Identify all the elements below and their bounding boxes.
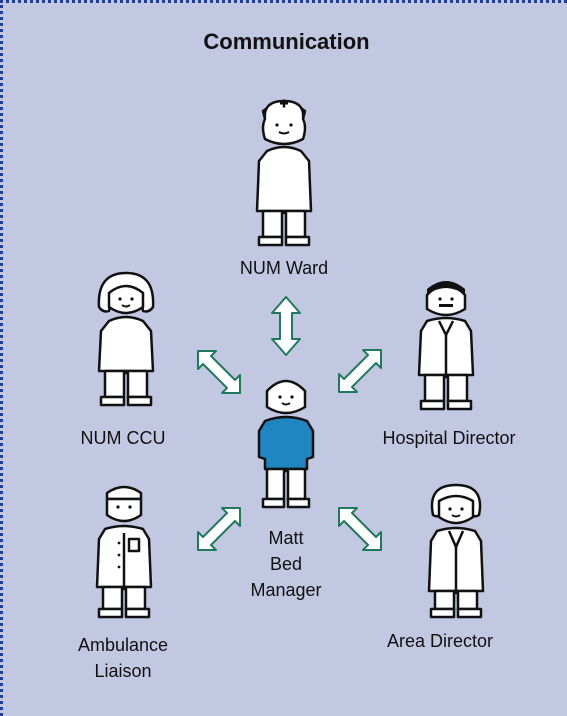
diagram-title: Communication — [203, 29, 370, 54]
arrow-vertical-ward — [268, 295, 304, 357]
bed-manager-label-line3: Manager — [250, 580, 322, 600]
ambulance-liaison-label-line1: Ambulance — [77, 635, 169, 655]
num-ccu-figure — [91, 267, 161, 417]
bed-manager-label-line1: Matt — [268, 528, 304, 548]
area-director-label: Area Director — [386, 631, 494, 651]
area-director-figure — [421, 479, 491, 629]
ambulance-liaison-label-line2: Liaison — [94, 661, 152, 681]
num-ccu-label: NUM CCU — [80, 428, 166, 448]
arrow-diagonal-ccu — [196, 349, 242, 395]
num-ward-label: NUM Ward — [239, 258, 329, 278]
arrow-diagonal-area-director — [337, 506, 383, 552]
arrow-diagonal-ambulance — [196, 506, 242, 552]
bed-manager-figure — [255, 373, 317, 523]
hospital-director-label: Hospital Director — [382, 428, 516, 448]
arrow-diagonal-hospital-director — [337, 348, 383, 394]
hospital-director-figure — [411, 271, 481, 421]
nurse-ward-figure — [249, 91, 319, 251]
ambulance-liaison-figure — [89, 479, 159, 629]
bed-manager-label-line2: Bed — [269, 554, 303, 574]
